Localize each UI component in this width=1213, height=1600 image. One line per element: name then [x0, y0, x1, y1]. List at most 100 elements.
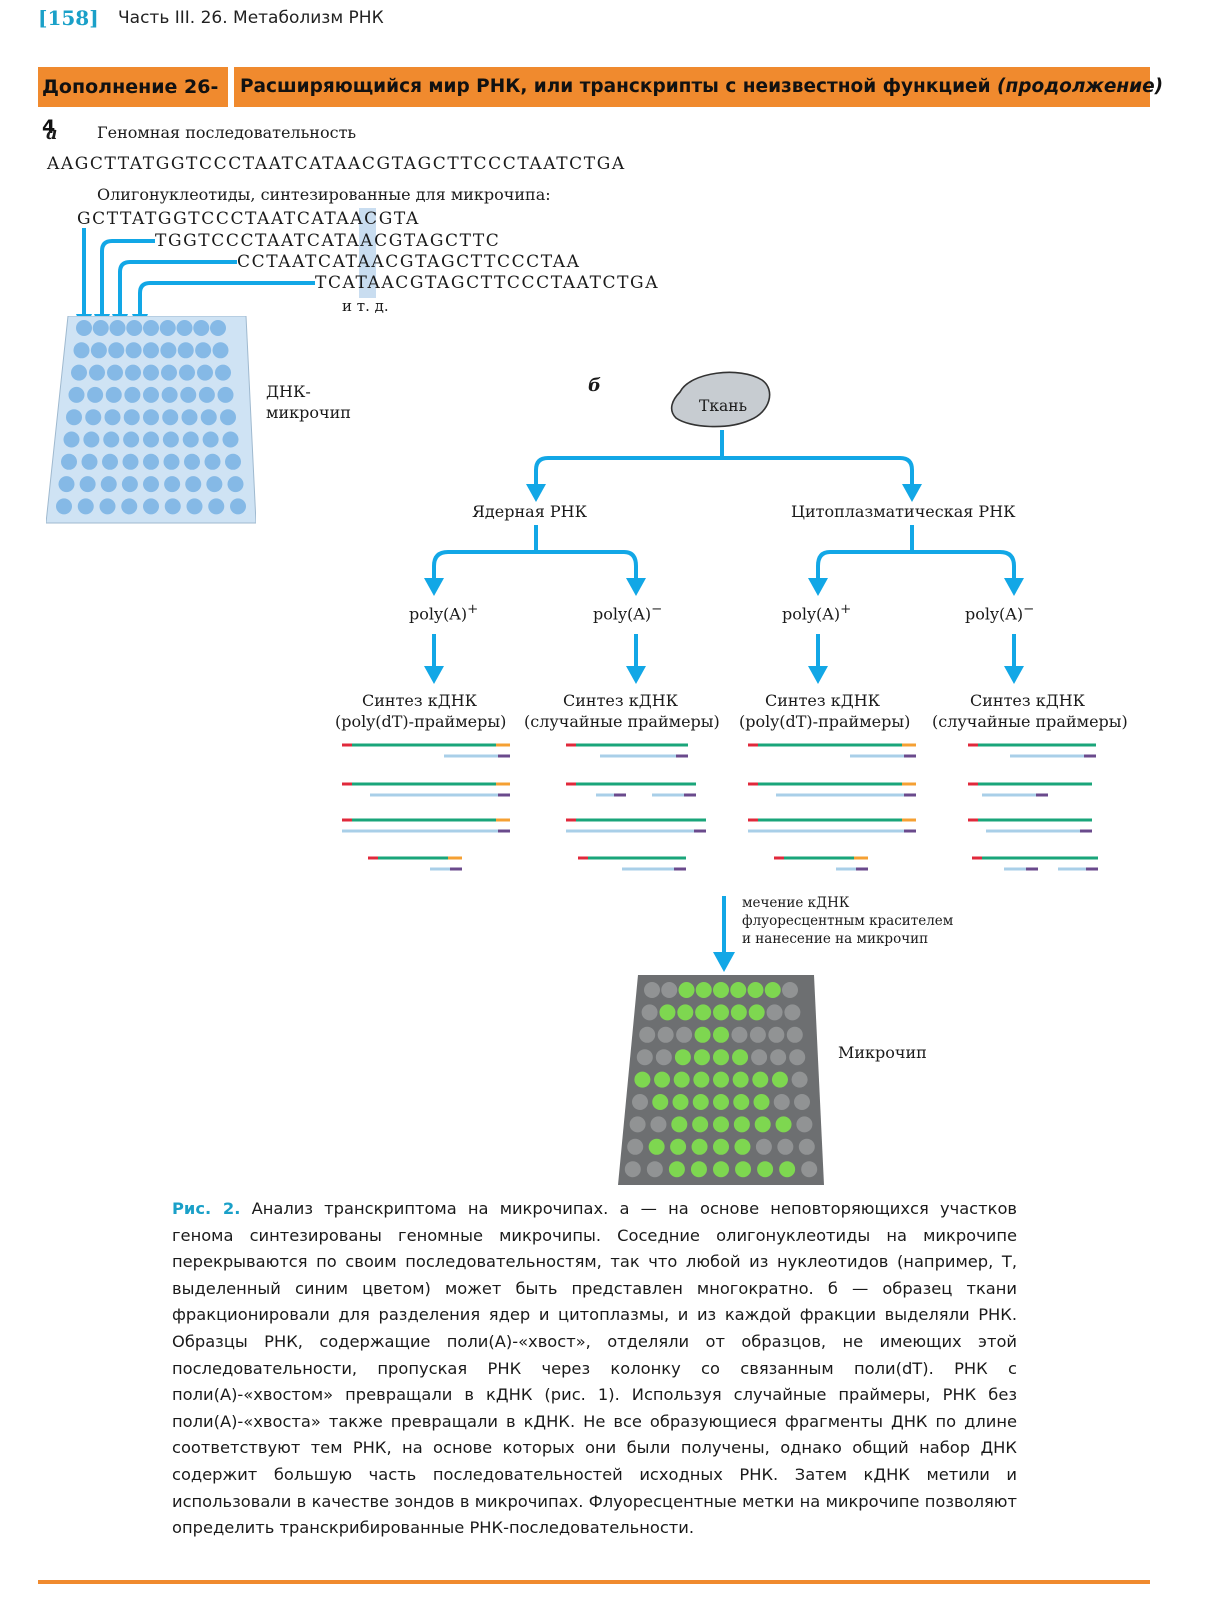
chip-spot	[163, 453, 180, 470]
fluorescent-spot-on	[668, 1161, 685, 1178]
fluorescent-spot-off	[632, 1094, 648, 1110]
fluorescent-spot-on	[753, 1094, 770, 1110]
chip-spot	[103, 431, 120, 448]
fluorescent-spot-on	[671, 1116, 688, 1133]
fluorescent-spot-on	[732, 1049, 749, 1066]
dna-chip	[46, 316, 256, 524]
chip-spot	[143, 342, 159, 359]
chip-spot	[176, 320, 193, 336]
chip-spot	[180, 386, 197, 403]
fluorescent-spot-on	[757, 1161, 774, 1178]
chip-spot	[143, 386, 159, 403]
chip-spot	[121, 498, 138, 515]
chip-spot	[89, 364, 105, 381]
caption-text: Анализ транскриптома на микрочипах. а — …	[172, 1199, 1017, 1538]
chip-spot	[83, 431, 100, 448]
fluorescent-spot-on	[693, 1049, 710, 1066]
fluorescent-spot-on	[775, 1116, 792, 1133]
fluorescent-spot-on	[691, 1138, 708, 1155]
synth-primers-3: (poly(dT)-праймеры)	[739, 712, 911, 731]
labeling-line-3: и нанесение на микрочип	[742, 931, 929, 947]
chip-spot	[71, 364, 87, 381]
chip-spot	[217, 386, 234, 403]
fluorescent-spot-on	[713, 1094, 729, 1110]
highlight-t-column	[359, 208, 376, 298]
fluorescent-spot-off	[766, 1004, 783, 1021]
fluorescent-spot-on	[713, 1116, 729, 1133]
fluorescent-spot-off	[768, 1026, 785, 1043]
chip-spot	[143, 498, 159, 515]
arrow-oligo-2	[100, 239, 155, 318]
chip-spot	[143, 431, 159, 448]
fluorescent-spot-off	[641, 1004, 658, 1021]
synth-title-3: Синтез кДНК	[765, 691, 881, 710]
chip-spot	[184, 453, 200, 470]
fluorescent-spot-off	[786, 1026, 803, 1043]
fluorescent-spot-off	[791, 1071, 808, 1088]
fluorescent-spot-on	[713, 1071, 729, 1088]
box-label: Дополнение 26-4	[38, 67, 228, 138]
chip-label-1: ДНК-	[266, 382, 311, 401]
chip-spot	[58, 476, 75, 493]
fluorescent-spot-off	[644, 982, 660, 998]
chip-spot	[92, 320, 109, 336]
fluorescent-spot-off	[773, 1094, 790, 1110]
chip-spot	[77, 498, 94, 515]
fluorescent-spot-on	[659, 1004, 676, 1021]
nuclear-rna-label: Ядерная РНК	[472, 502, 587, 521]
fluorescent-spot-on	[713, 1138, 729, 1155]
figure-number: Рис. 2.	[172, 1199, 241, 1218]
oligo-2: TGGTCCCTAATCATAACGTAGCTTC	[155, 231, 501, 251]
fluorescent-spot-on	[754, 1116, 771, 1133]
fluorescent-spot-on	[733, 1116, 750, 1133]
synth-title-4: Синтез кДНК	[970, 691, 1086, 710]
fluorescent-spot-on	[670, 1138, 687, 1155]
chip-spot	[208, 498, 225, 515]
chip-spot	[104, 409, 121, 426]
chip-spot	[212, 342, 229, 359]
fluorescent-spot-on	[733, 1094, 750, 1110]
chip-spot	[177, 342, 194, 359]
fluorescent-spot-on	[672, 1094, 689, 1110]
chip-spot	[179, 364, 195, 381]
chip-spot	[143, 320, 159, 336]
chip-spot	[200, 409, 217, 426]
fluorescent-spot-off	[755, 1138, 772, 1155]
chip-spot	[125, 364, 141, 381]
fluorescent-spot-on	[690, 1161, 707, 1178]
fluorescent-microchip	[618, 975, 824, 1185]
fluorescent-spot-on	[730, 1004, 747, 1021]
fluorescent-spot-off	[655, 1049, 672, 1066]
chip-spot	[105, 386, 122, 403]
chip-spot	[63, 431, 80, 448]
chip-spot	[220, 409, 236, 426]
tissue-blob	[670, 371, 771, 428]
polya-plus-cyto: poly(A)+	[782, 602, 852, 624]
box-title-suffix: (продолжение)	[997, 76, 1164, 97]
fluorescent-spot-on	[713, 982, 729, 998]
fluorescent-spot-off	[794, 1094, 810, 1110]
chip-label-2: микрочип	[266, 403, 351, 422]
fluorescent-spot-off	[782, 982, 798, 998]
chip-spot	[164, 498, 181, 515]
box-title-text: Расширяющийся мир РНК, или транскрипты с…	[240, 76, 991, 97]
fluorescent-spot-on	[771, 1071, 788, 1088]
chip-spot	[56, 498, 72, 515]
fluorescent-spot-off	[798, 1138, 815, 1155]
chip-spot	[143, 409, 159, 426]
fluorescent-spot-on	[652, 1094, 669, 1110]
polya-minus-cyto: poly(A)−	[965, 602, 1035, 624]
chip-spot	[143, 476, 159, 493]
chip-spot	[185, 476, 202, 493]
chip-spot	[87, 386, 104, 403]
chip-spot	[161, 386, 178, 403]
fluorescent-spot-on	[748, 1004, 765, 1021]
chip-spot	[160, 342, 177, 359]
running-head: Часть III. 26. Метаболизм РНК	[118, 8, 384, 28]
oligo-3: CCTAATCATAACGTAGCTTCCCTAA	[237, 252, 581, 272]
fluorescent-spot-off	[657, 1026, 674, 1043]
oligo-4: TCATAACGTAGCTTCCCTAATCTGA	[315, 273, 660, 293]
chip-spot	[186, 498, 203, 515]
oligo-label: Олигонуклеотиды, синтезированные для мик…	[97, 185, 551, 204]
chip-spot	[100, 476, 117, 493]
